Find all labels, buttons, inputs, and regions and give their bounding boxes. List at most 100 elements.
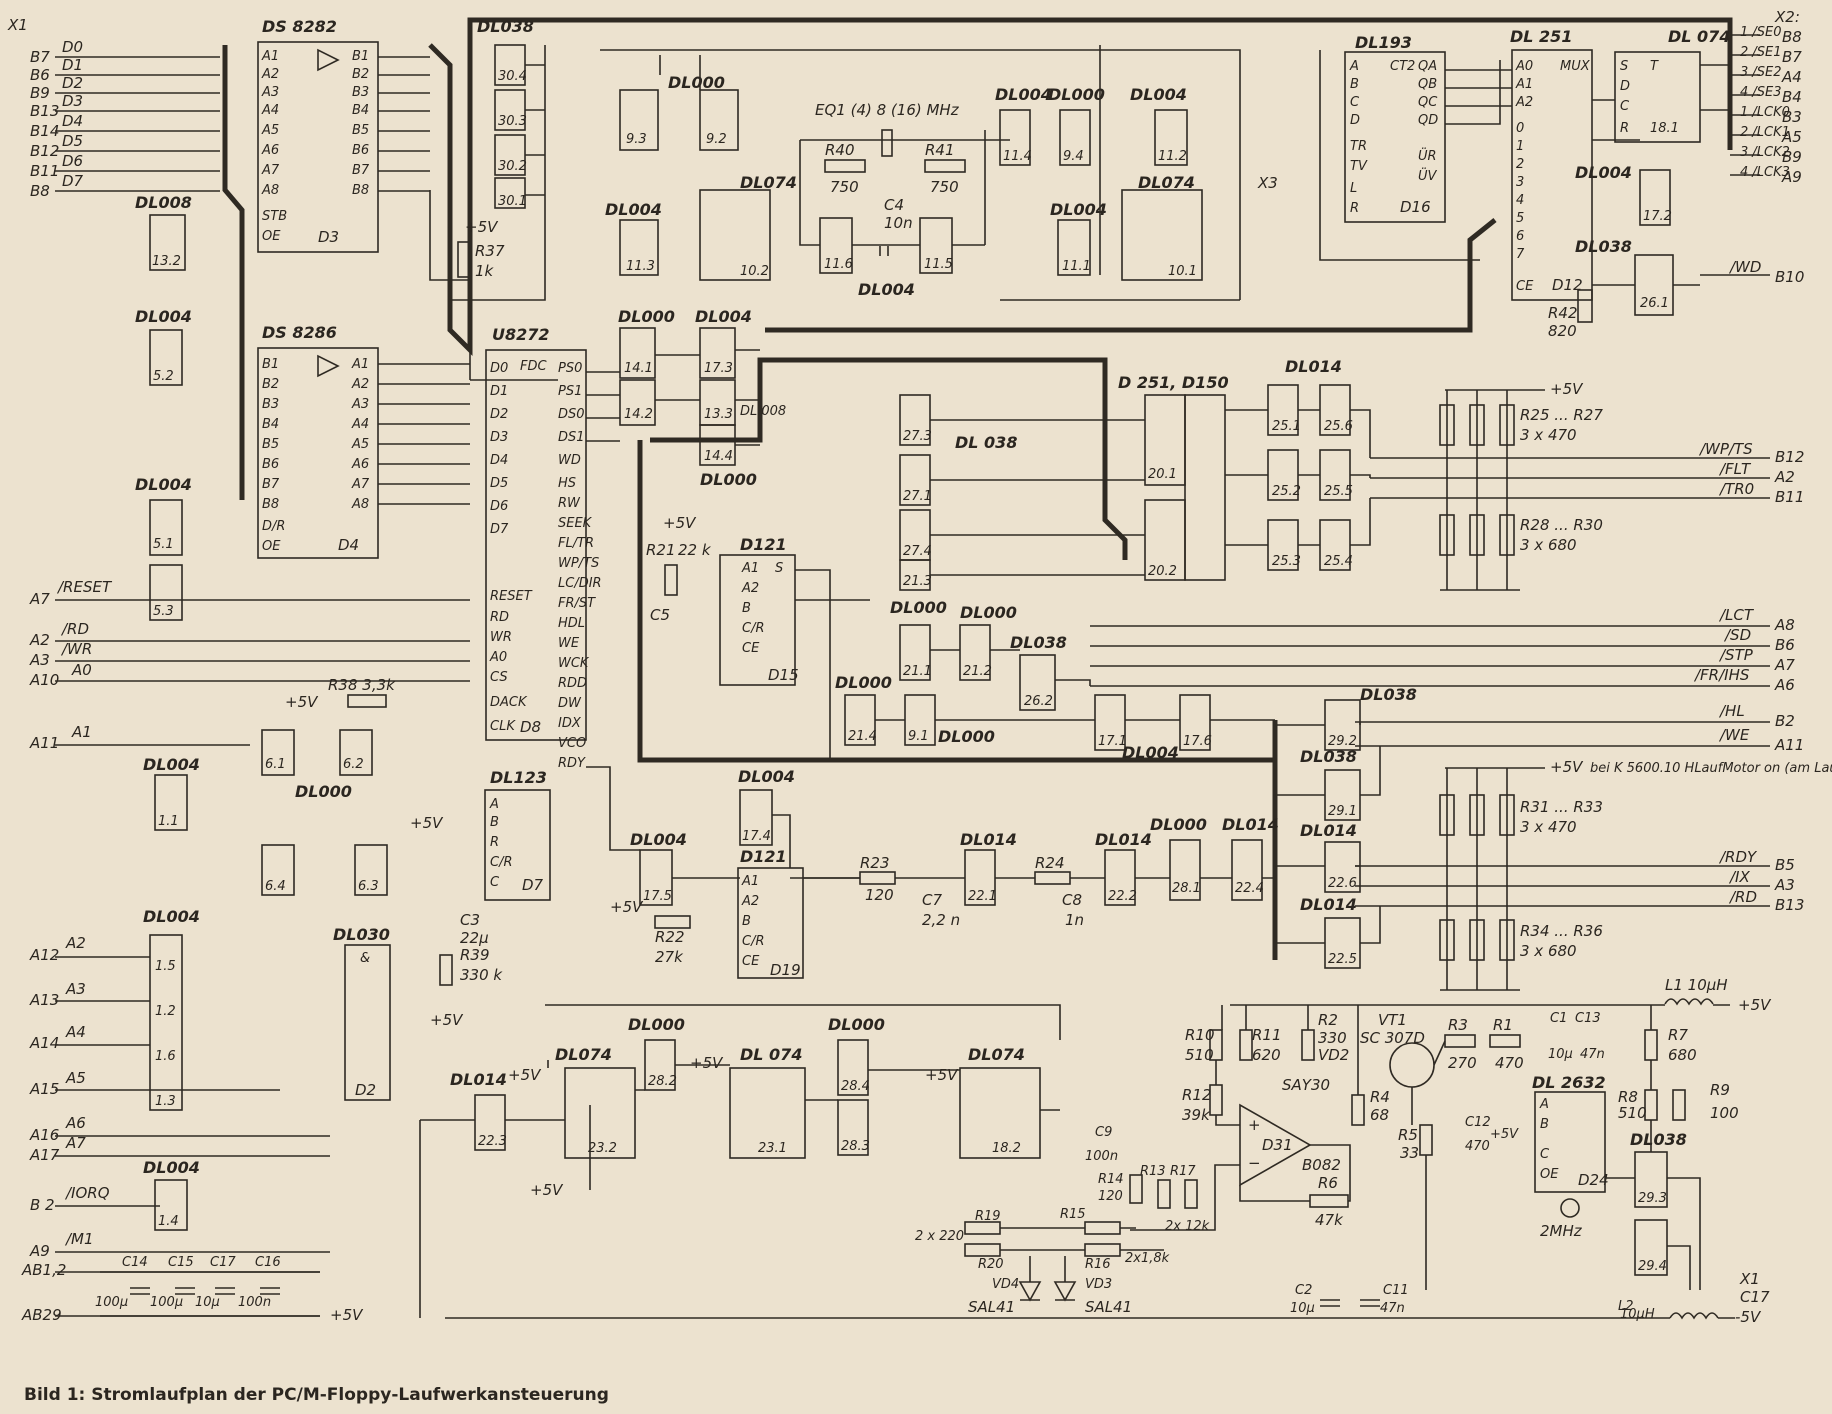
svg-text:1.3: 1.3 <box>155 1094 176 1109</box>
svg-text:LC/DIR: LC/DIR <box>558 576 602 591</box>
svg-text:R11: R11 <box>1252 1026 1282 1044</box>
svg-text:QA: QA <box>1418 59 1437 74</box>
svg-text:/STP: /STP <box>1718 646 1754 664</box>
svg-text:17.5: 17.5 <box>643 889 672 904</box>
svg-text:DL014: DL014 <box>1095 830 1152 849</box>
svg-text:DL000: DL000 <box>1048 85 1105 104</box>
svg-text:+5V: +5V <box>690 1054 724 1072</box>
svg-text:DS 8286: DS 8286 <box>262 323 337 342</box>
interconnect-wires <box>419 45 1730 1318</box>
svg-text:B7: B7 <box>30 48 50 66</box>
svg-text:FDC: FDC <box>520 359 547 374</box>
svg-text:30.2: 30.2 <box>498 159 527 174</box>
svg-text:D2: D2 <box>62 74 83 92</box>
svg-text:2 x 220: 2 x 220 <box>915 1229 964 1244</box>
svg-text:/TR0: /TR0 <box>1718 480 1754 498</box>
svg-text:DL008: DL008 <box>135 193 192 212</box>
svg-text:B2: B2 <box>352 67 369 82</box>
svg-text:A2: A2 <box>29 631 50 649</box>
svg-text:T: T <box>1650 59 1659 74</box>
svg-text:B2: B2 <box>262 377 279 392</box>
figure-caption: Bild 1: Stromlaufplan der PC/M-Floppy-La… <box>24 1385 609 1405</box>
svg-text:AB29: AB29 <box>21 1306 62 1324</box>
svg-text:DL014: DL014 <box>960 830 1017 849</box>
svg-text:A2: A2 <box>65 934 86 952</box>
svg-text:14.2: 14.2 <box>624 407 653 422</box>
svg-text:B5: B5 <box>1775 856 1795 874</box>
svg-text:C17: C17 <box>1740 1288 1770 1306</box>
svg-text:+5V: +5V <box>330 1306 364 1324</box>
svg-text:DL000: DL000 <box>700 470 757 489</box>
svg-text:47n: 47n <box>1380 1301 1405 1316</box>
svg-text:CE: CE <box>742 954 760 969</box>
svg-text:D121: D121 <box>740 847 787 866</box>
svg-text:330: 330 <box>1318 1029 1347 1047</box>
svg-text:25.4: 25.4 <box>1324 554 1353 569</box>
svg-text:A7: A7 <box>351 477 370 492</box>
svg-text:DL074: DL074 <box>555 1045 612 1064</box>
svg-text:R4: R4 <box>1370 1088 1390 1106</box>
svg-text:3 x 470: 3 x 470 <box>1520 818 1577 836</box>
svg-text:47k: 47k <box>1315 1211 1344 1229</box>
svg-text:A2: A2 <box>351 377 369 392</box>
svg-text:1.1: 1.1 <box>158 814 179 829</box>
svg-text:25.6: 25.6 <box>1324 419 1353 434</box>
oscillator-eq1: EQ1 (4) 8 (16) MHz R40 750 R41 750 C4 10… <box>799 101 1010 299</box>
svg-text:25.2: 25.2 <box>1272 484 1301 499</box>
svg-text:R17: R17 <box>1170 1164 1196 1179</box>
svg-text:11.1: 11.1 <box>1062 259 1091 274</box>
svg-text:17.1: 17.1 <box>1098 734 1127 749</box>
svg-text:27k: 27k <box>655 948 684 966</box>
svg-text:&: & <box>360 951 370 966</box>
svg-text:27.1: 27.1 <box>903 489 932 504</box>
svg-text:DL004: DL004 <box>858 280 915 299</box>
svg-text:13.3: 13.3 <box>704 407 733 422</box>
svg-text:26.2: 26.2 <box>1024 694 1053 709</box>
analog-section: R10 510 R11 620 R12 39k R2 330 VD2 SAY30… <box>1182 976 1772 1276</box>
svg-text:20.2: 20.2 <box>1148 564 1177 579</box>
control-bus-u8272 <box>637 440 1278 960</box>
svg-text:14.4: 14.4 <box>704 449 733 464</box>
svg-text:B8: B8 <box>352 183 369 198</box>
svg-text:A2: A2 <box>741 581 759 596</box>
svg-text:CE: CE <box>1516 279 1534 294</box>
svg-text:D: D <box>1620 79 1630 94</box>
svg-text:A8: A8 <box>1774 616 1795 634</box>
svg-text:1 /SE0: 1 /SE0 <box>1740 25 1782 40</box>
svg-text:100n: 100n <box>1085 1149 1118 1164</box>
svg-text:B6: B6 <box>30 66 50 84</box>
svg-text:L2: L2 <box>1618 1299 1634 1314</box>
svg-text:R: R <box>1620 121 1629 136</box>
svg-text:A3: A3 <box>351 397 369 412</box>
svg-text:VD2: VD2 <box>1318 1046 1349 1064</box>
svg-text:DL014: DL014 <box>1285 357 1342 376</box>
svg-text:+5V: +5V <box>465 218 499 236</box>
negative-supply: X1 C17 -5V L2 10µH <box>445 1270 1770 1326</box>
svg-text:A11: A11 <box>1774 736 1804 754</box>
svg-text:QB: QB <box>1418 77 1437 92</box>
svg-text:+5V: +5V <box>530 1181 564 1199</box>
svg-text:A1: A1 <box>71 723 92 741</box>
svg-text:AB1,2: AB1,2 <box>21 1261 66 1279</box>
chip-dl123: DL123 AB RC/R C D7 +5V C3 22µ R39 330 k … <box>410 768 551 1029</box>
svg-text:22.4: 22.4 <box>1235 881 1264 896</box>
data-bus-left <box>222 45 245 500</box>
svg-text:/RESET: /RESET <box>56 578 113 596</box>
svg-text:L: L <box>1350 181 1357 196</box>
svg-text:WP/TS: WP/TS <box>558 556 599 571</box>
svg-text:R20: R20 <box>978 1257 1004 1272</box>
svg-text:L1 10µH: L1 10µH <box>1665 976 1728 994</box>
svg-text:A2: A2 <box>1515 95 1533 110</box>
svg-text:R: R <box>1350 201 1359 216</box>
svg-text:R42: R42 <box>1548 304 1578 322</box>
svg-text:ÜR: ÜR <box>1418 147 1437 164</box>
svg-text:2x 12k: 2x 12k <box>1165 1219 1210 1234</box>
svg-text:A1: A1 <box>741 561 759 576</box>
svg-text:/IX: /IX <box>1728 868 1750 886</box>
svg-text:DL 074: DL 074 <box>740 1045 802 1064</box>
svg-text:HS: HS <box>558 476 576 491</box>
svg-text:11.3: 11.3 <box>626 259 655 274</box>
